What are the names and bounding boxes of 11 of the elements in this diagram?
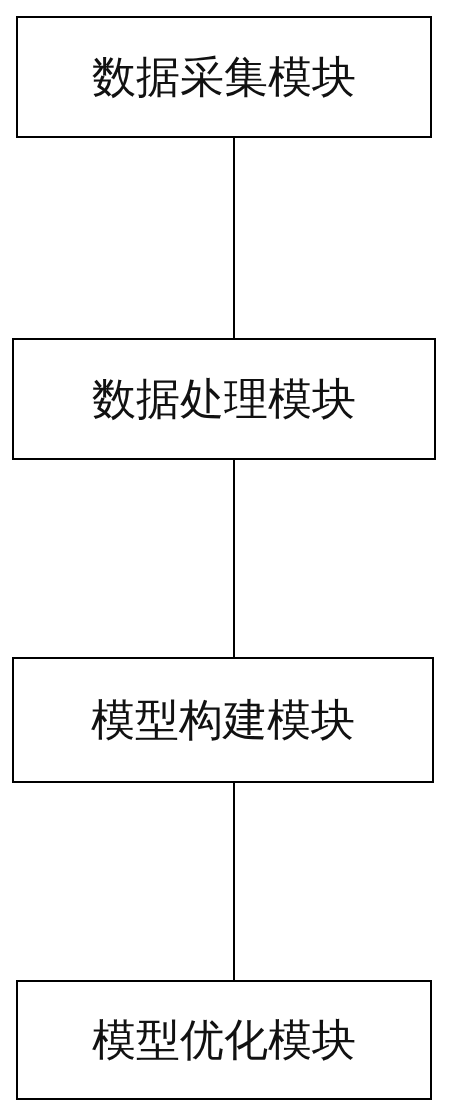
module-label: 数据处理模块 [92,371,356,426]
module-box [16,16,432,138]
module-label: 模型构建模块 [91,692,355,747]
module-box [16,980,432,1100]
connector-line [233,137,235,339]
module-label: 数据采集模块 [92,49,356,104]
module-box [12,338,436,460]
module-label: 模型优化模块 [92,1012,356,1067]
connector-line [233,459,235,658]
module-box [12,657,434,783]
connector-line [233,782,235,981]
